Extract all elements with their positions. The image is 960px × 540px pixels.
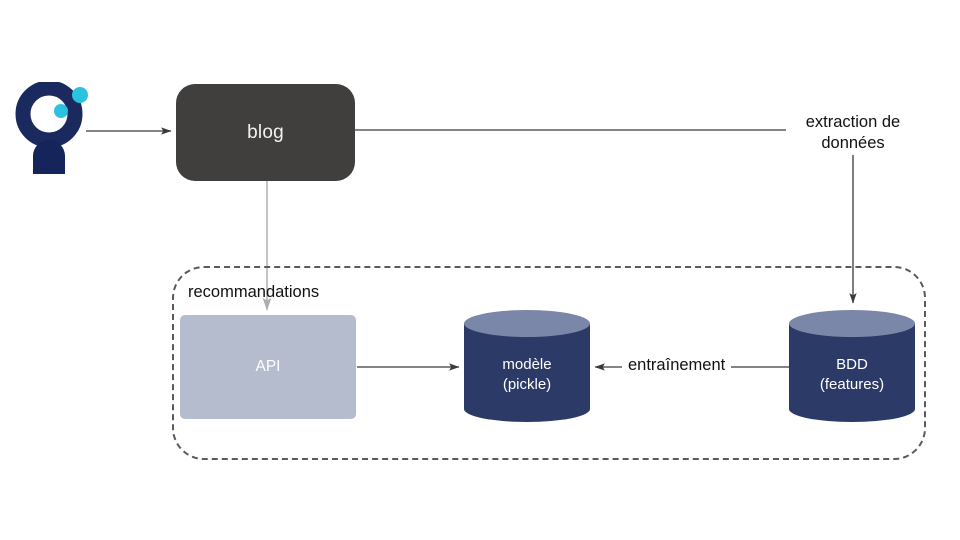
node-bdd-label-line1: BDD bbox=[836, 356, 868, 374]
edge-label-extraction-line2: données bbox=[821, 134, 885, 153]
node-blog-label: blog bbox=[247, 121, 284, 143]
edge-label-extraction-line1: extraction de bbox=[805, 113, 901, 131]
node-bdd-label-line2: (features) bbox=[819, 376, 885, 393]
recommendation-group-container bbox=[172, 266, 926, 460]
node-model-label-line2: (pickle) bbox=[502, 376, 552, 393]
node-model-label: modèle (pickle) bbox=[464, 340, 590, 410]
recommendation-group-label: recommandations bbox=[188, 283, 320, 301]
user-avatar-icon bbox=[14, 80, 96, 174]
cylinder-top-shape bbox=[464, 310, 590, 337]
cylinder-body-shape bbox=[789, 323, 915, 409]
node-bdd-label: BDD (features) bbox=[789, 340, 915, 410]
node-api[interactable]: API bbox=[180, 315, 356, 419]
node-blog[interactable]: blog bbox=[176, 84, 355, 181]
node-api-label: API bbox=[255, 358, 281, 375]
node-model-database[interactable]: modèle (pickle) bbox=[464, 310, 590, 422]
node-model-label-line1: modèle bbox=[502, 356, 552, 374]
edge-label-extraction: extraction de données bbox=[786, 111, 920, 156]
cylinder-top-shape bbox=[789, 310, 915, 337]
cylinder-body-shape bbox=[464, 323, 590, 409]
node-bdd-database[interactable]: BDD (features) bbox=[789, 310, 915, 422]
edge-label-entrainement: entraînement bbox=[622, 354, 732, 378]
